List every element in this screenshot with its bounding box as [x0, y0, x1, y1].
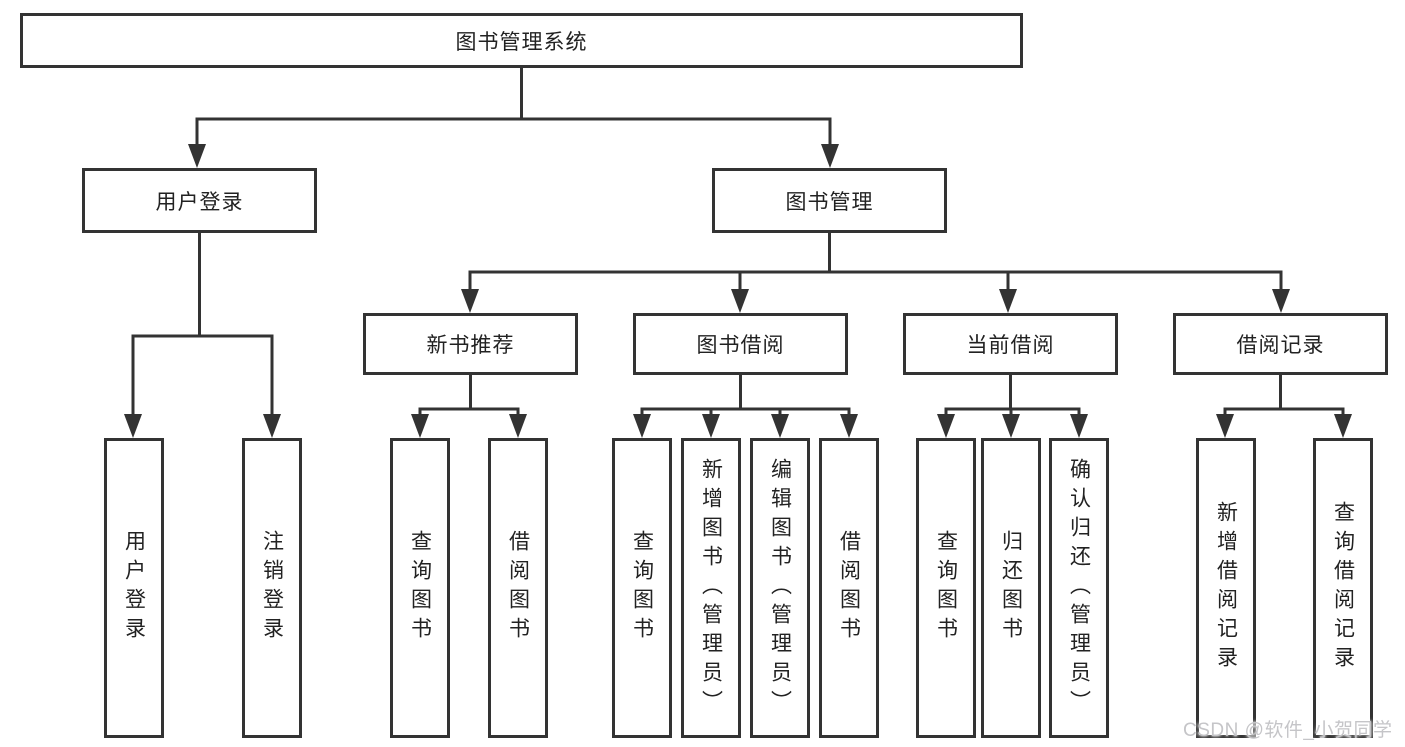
arrow-down-icon [937, 414, 955, 438]
node-label: 新书推荐 [426, 334, 515, 357]
arrow-down-icon [702, 414, 720, 438]
arrow-down-icon [731, 289, 749, 313]
arrow-down-icon [263, 414, 281, 438]
leaf-bb-add-books-admin: 新增图书（管理员） [681, 438, 741, 738]
leaf-label: 用户登录 [122, 530, 146, 646]
leaf-label: 新增借阅记录 [1214, 501, 1238, 675]
leaf-cb-return-books: 归还图书 [981, 438, 1041, 738]
leaf-label: 注销登录 [260, 530, 284, 646]
leaf-br-add-borrow-record: 新增借阅记录 [1196, 438, 1256, 738]
leaf-user-login: 用户登录 [104, 438, 164, 738]
node-label: 当前借阅 [966, 334, 1055, 357]
leaf-bb-query-books: 查询图书 [612, 438, 672, 738]
leaf-label: 查询图书 [408, 530, 432, 646]
arrow-down-icon [771, 414, 789, 438]
arrow-down-icon [188, 144, 206, 168]
leaf-label: 查询图书 [630, 530, 654, 646]
arrow-down-icon [1216, 414, 1234, 438]
leaf-label: 查询图书 [934, 530, 958, 646]
arrow-down-icon [124, 414, 142, 438]
leaf-label: 借阅图书 [837, 530, 861, 646]
leaf-label: 借阅图书 [506, 530, 530, 646]
arrow-down-icon [821, 144, 839, 168]
arrow-down-icon [633, 414, 651, 438]
arrow-down-icon [1002, 414, 1020, 438]
leaf-label: 编辑图书（管理员） [768, 457, 792, 719]
leaf-nb-query-books: 查询图书 [390, 438, 450, 738]
leaf-br-query-borrow-record: 查询借阅记录 [1313, 438, 1373, 738]
node-user-login: 用户登录 [82, 168, 317, 233]
arrow-down-icon [461, 289, 479, 313]
leaf-label: 归还图书 [999, 530, 1023, 646]
leaf-nb-borrow-books: 借阅图书 [488, 438, 548, 738]
leaf-logout: 注销登录 [242, 438, 302, 738]
node-label: 图书借阅 [696, 334, 785, 357]
node-label: 用户登录 [155, 190, 244, 214]
node-book-management: 图书管理 [712, 168, 947, 233]
arrow-down-icon [411, 414, 429, 438]
node-current-borrow: 当前借阅 [903, 313, 1118, 375]
node-label: 借阅记录 [1236, 334, 1325, 357]
node-label: 图书管理 [785, 190, 874, 214]
arrow-down-icon [1334, 414, 1352, 438]
node-label: 图书管理系统 [455, 30, 588, 54]
arrow-down-icon [1070, 414, 1088, 438]
watermark: CSDN @软件_小贺同学 [1183, 720, 1393, 741]
leaf-cb-confirm-return-admin: 确认归还（管理员） [1049, 438, 1109, 738]
leaf-bb-borrow-books: 借阅图书 [819, 438, 879, 738]
node-library-system: 图书管理系统 [20, 13, 1023, 68]
leaf-label: 确认归还（管理员） [1067, 457, 1091, 719]
arrow-down-icon [509, 414, 527, 438]
leaf-label: 查询借阅记录 [1331, 501, 1355, 675]
arrow-down-icon [840, 414, 858, 438]
leaf-bb-edit-books-admin: 编辑图书（管理员） [750, 438, 810, 738]
arrow-down-icon [999, 289, 1017, 313]
node-borrow-records: 借阅记录 [1173, 313, 1388, 375]
node-new-book-recommend: 新书推荐 [363, 313, 578, 375]
node-book-borrow: 图书借阅 [633, 313, 848, 375]
arrow-down-icon [1272, 289, 1290, 313]
leaf-label: 新增图书（管理员） [699, 457, 723, 719]
leaf-cb-query-books: 查询图书 [916, 438, 976, 738]
